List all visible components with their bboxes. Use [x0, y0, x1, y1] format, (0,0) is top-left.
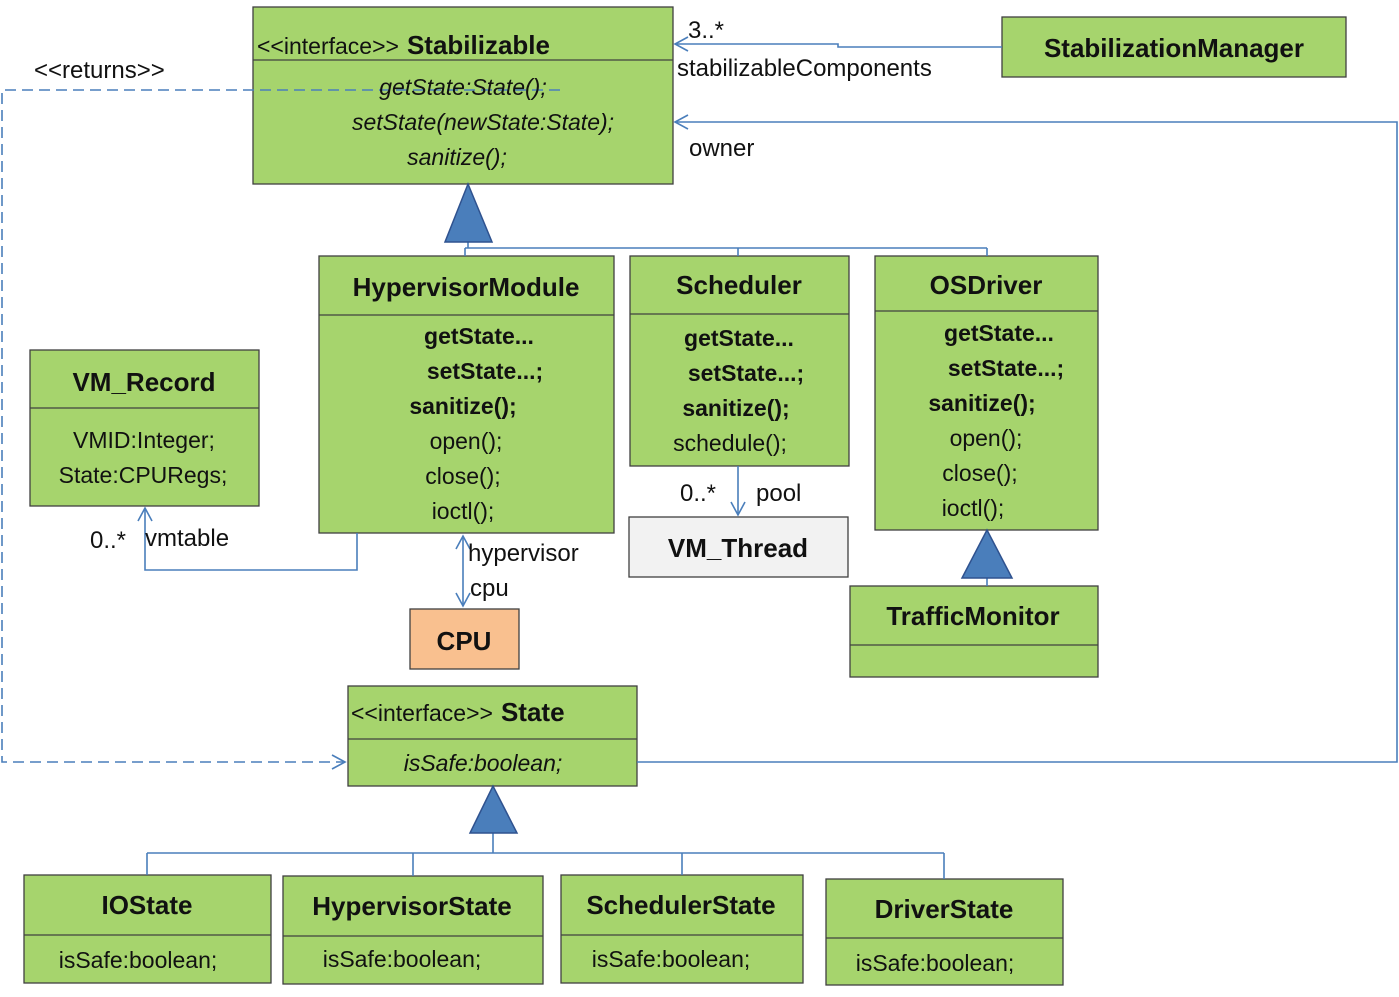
- class-box: [29, 349, 260, 507]
- stabilization-manager-name: StabilizationManager: [1044, 33, 1304, 63]
- class-box: [629, 255, 850, 467]
- class-box: [825, 878, 1064, 986]
- multiplicity-stabilizable-components: 3..*: [688, 17, 724, 44]
- hypervisor-module-member: sanitize();: [409, 393, 516, 419]
- hypervisor-module-name: HypervisorModule: [353, 272, 580, 302]
- class-box: [282, 875, 544, 985]
- class-scheduler-state: [560, 874, 804, 984]
- generalization-triangle-state: [468, 784, 519, 834]
- io-state-attribute: isSafe:boolean;: [59, 947, 218, 973]
- multiplicity-vmtable: 0..*: [90, 527, 126, 554]
- class-box: [1001, 16, 1347, 78]
- class-box: [409, 608, 520, 670]
- class-traffic-monitor: [849, 585, 1099, 678]
- class-box: [560, 874, 804, 984]
- arrowhead-owner: [673, 114, 689, 130]
- cpu-name: CPU: [437, 626, 492, 656]
- class-driver-state: [825, 878, 1064, 986]
- class-vm-thread: [628, 516, 849, 578]
- generalization-triangle-stabilizable: [443, 182, 494, 243]
- hypervisor-state-attribute: isSafe:boolean;: [323, 946, 482, 972]
- hypervisor-module-member: setState...;: [427, 358, 543, 384]
- vm-thread-name: VM_Thread: [668, 533, 808, 563]
- class-hypervisor-module: [318, 255, 615, 534]
- stereotype-returns: <<returns>>: [34, 57, 165, 84]
- connectors: [1, 36, 1398, 879]
- arrowhead-vmtable: [137, 506, 153, 522]
- scheduler-member: sanitize();: [682, 395, 789, 421]
- scheduler-member: schedule();: [673, 430, 787, 456]
- stabilizable-method: sanitize();: [407, 144, 507, 170]
- hypervisor-module-member: close();: [425, 463, 500, 489]
- os-driver-member: close();: [942, 460, 1017, 486]
- scheduler-state-attribute: isSafe:boolean;: [592, 946, 751, 972]
- arrowhead-cpu: [455, 592, 471, 608]
- class-io-state: [23, 874, 272, 984]
- hypervisor-module-member: ioctl();: [432, 498, 495, 524]
- class-scheduler: [629, 255, 850, 467]
- vm-record-name: VM_Record: [72, 367, 215, 397]
- dependency-returns: [1, 89, 560, 763]
- os-driver-member: sanitize();: [928, 390, 1035, 416]
- stabilizable-method: getState:State();: [379, 74, 546, 100]
- os-driver-name: OSDriver: [930, 270, 1043, 300]
- association-vmtable: [144, 508, 358, 571]
- os-driver-member: ioctl();: [942, 495, 1005, 521]
- generalization-triangle-os-driver: [960, 528, 1014, 579]
- stabilizable-header: <<interface>> Stabilizable: [257, 30, 550, 60]
- driver-state-attribute: isSafe:boolean;: [856, 950, 1015, 976]
- vm-record-attribute: State:CPURegs;: [59, 462, 228, 488]
- scheduler-state-name: SchedulerState: [586, 890, 775, 920]
- os-driver-member: open();: [950, 425, 1023, 451]
- arrowhead-pool: [730, 501, 746, 517]
- traffic-monitor-name: TrafficMonitor: [886, 601, 1059, 631]
- vm-record-attribute: VMID:Integer;: [73, 427, 215, 453]
- scheduler-name: Scheduler: [676, 270, 802, 300]
- hypervisor-module-member: getState...: [424, 323, 534, 349]
- association-owner: [637, 121, 1398, 763]
- class-vm-record: [29, 349, 260, 507]
- arrowhead-hypervisor: [455, 534, 471, 550]
- state-header: <<interface>> State: [351, 697, 565, 727]
- io-state-name: IOState: [101, 890, 192, 920]
- state-name: State: [501, 697, 565, 727]
- arrowhead-stabilizable-components: [673, 36, 689, 52]
- stabilizable-stereotype: <<interface>>: [257, 33, 399, 59]
- role-hypervisor: hypervisor: [468, 540, 579, 567]
- scheduler-member: getState...: [684, 325, 794, 351]
- role-pool: pool: [756, 480, 801, 507]
- class-box: [318, 255, 615, 534]
- association-stabilizable-components: [675, 43, 1002, 48]
- role-vmtable: vmtable: [145, 525, 229, 552]
- state-stereotype: <<interface>>: [351, 700, 493, 726]
- role-cpu: cpu: [470, 575, 509, 602]
- class-box: [252, 6, 674, 185]
- arrowhead-returns: [331, 754, 347, 770]
- class-stabilizable: [252, 6, 674, 185]
- class-box: [23, 874, 272, 984]
- class-cpu: [409, 608, 520, 670]
- multiplicity-pool: 0..*: [680, 480, 716, 507]
- class-stabilization-manager: [1001, 16, 1347, 78]
- hypervisor-module-member: open();: [430, 428, 503, 454]
- stabilizable-name: Stabilizable: [407, 30, 550, 60]
- os-driver-member: getState...: [944, 320, 1054, 346]
- class-hypervisor-state: [282, 875, 544, 985]
- stabilizable-method: setState(newState:State);: [352, 109, 614, 135]
- class-box: [849, 585, 1099, 678]
- scheduler-member: setState...;: [688, 360, 804, 386]
- os-driver-member: setState...;: [948, 355, 1064, 381]
- state-attribute: isSafe:boolean;: [404, 750, 563, 776]
- driver-state-name: DriverState: [875, 894, 1014, 924]
- role-owner: owner: [689, 135, 754, 162]
- role-stabilizable-components: stabilizableComponents: [677, 55, 932, 82]
- hypervisor-state-name: HypervisorState: [312, 891, 511, 921]
- class-box: [628, 516, 849, 578]
